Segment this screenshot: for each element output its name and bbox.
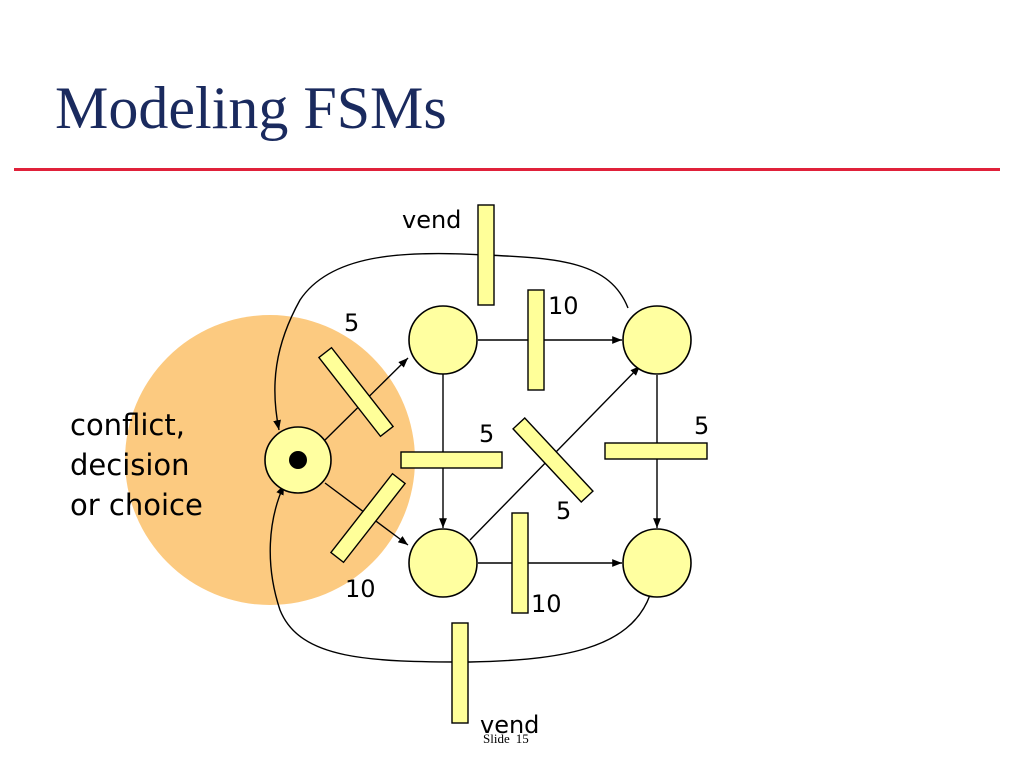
transition-bottom-mid-to-bottom-right <box>511 512 529 614</box>
label-bottom-mid-to-bottom-right: 10 <box>531 590 562 618</box>
place-top-mid <box>408 305 478 375</box>
transition-vend-top <box>477 204 495 306</box>
transition-top-mid-to-bottom-mid <box>400 451 503 469</box>
title-divider <box>14 168 1000 171</box>
caption-line: or choice <box>70 488 203 522</box>
caption-line: conflict, <box>70 408 185 442</box>
label-vend-bottom: vend <box>480 711 539 739</box>
label-top-right-to-bottom-right: 5 <box>694 412 709 440</box>
transition-top-mid-to-top-right <box>527 289 545 391</box>
slide-number: 15 <box>515 731 529 746</box>
footer-label: Slide <box>483 731 510 746</box>
place-bottom-right <box>622 528 692 598</box>
place-top-right <box>622 305 692 375</box>
caption-line: decision <box>70 448 190 482</box>
token <box>289 451 307 469</box>
transition-start-to-top <box>317 346 395 438</box>
label-start-to-bottom: 10 <box>345 575 376 603</box>
label-bottom-mid-to-top-right: 5 <box>556 497 571 525</box>
label-vend-top: vend <box>402 206 461 234</box>
transition-vend-bottom <box>451 622 469 724</box>
label-top-mid-to-bottom-mid: 5 <box>479 420 494 448</box>
transition-top-right-to-bottom-right <box>604 442 708 460</box>
transition-bottom-mid-to-top-right <box>512 416 594 504</box>
arc-vend-top <box>273 252 629 431</box>
label-start-to-top: 5 <box>344 309 359 337</box>
conflict-caption: conflict, decision or choice <box>70 405 203 525</box>
place-bottom-mid <box>408 528 478 598</box>
transition-start-to-bottom <box>329 472 407 564</box>
label-top-mid-to-top-right: 10 <box>548 292 579 320</box>
arc-vend-bottom <box>269 484 651 663</box>
slide-title: Modeling FSMs <box>55 75 447 141</box>
slide-footer: Slide 15 <box>483 731 529 747</box>
